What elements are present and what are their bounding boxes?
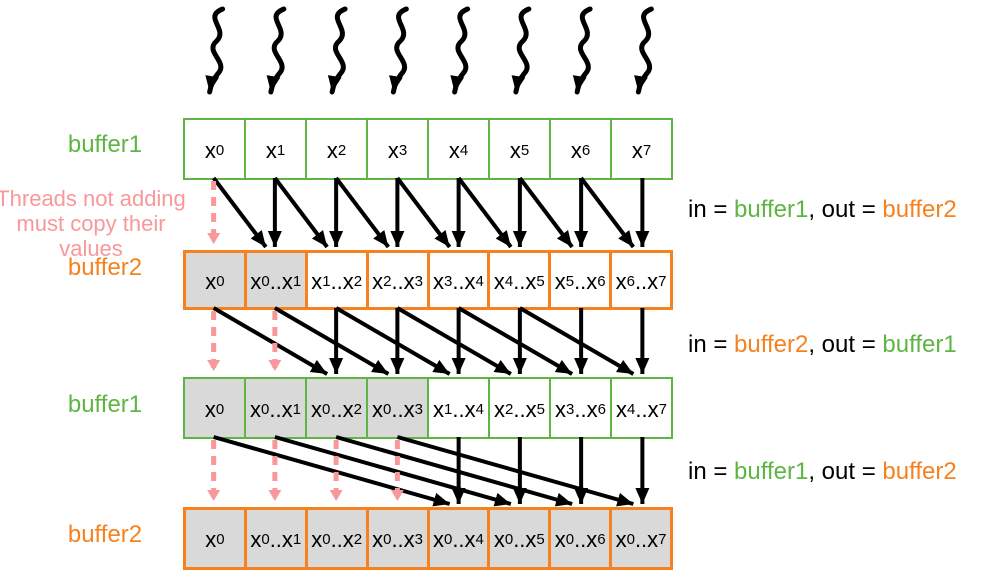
add-arrow (518, 306, 635, 376)
equation-part: buffer2 (882, 458, 957, 485)
equation-part: buffer1 (734, 196, 809, 223)
thread-arrows (205, 6, 654, 95)
add-arrow (395, 176, 452, 249)
step-equation: in = buffer1, out = buffer2 (688, 196, 957, 224)
thread-squiggle-arrow-down-icon (266, 6, 287, 95)
equation-part: buffer2 (734, 331, 809, 358)
thread-squiggle-arrow-down-icon (450, 6, 471, 95)
add-arrow (212, 176, 268, 249)
thread-squiggle-arrow-down-icon (205, 6, 226, 95)
step-equation: in = buffer2, out = buffer1 (688, 331, 957, 359)
thread-squiggle-arrow-down-icon (389, 6, 409, 95)
equation-part: , out = (808, 458, 883, 485)
buffer-label: buffer2 (67, 521, 143, 548)
copy-annotation-line: must copy their (16, 211, 166, 236)
thread-squiggle-arrow-down-icon (327, 6, 348, 95)
copy-annotation: Threads not adding must copy their value… (0, 186, 196, 261)
add-arrow (334, 176, 390, 249)
equation-part: buffer2 (882, 196, 957, 223)
add-arrow (457, 176, 513, 249)
copy-annotation-line: values (59, 236, 123, 261)
equation-part: in = (688, 196, 735, 223)
copy-annotation-line: Threads not adding (0, 186, 186, 211)
add-arrow (457, 306, 574, 376)
thread-squiggle-arrow-down-icon (572, 6, 593, 95)
scan-step-arrows (207, 306, 650, 376)
thread-squiggle-arrow-down-icon (634, 6, 654, 95)
equation-part: , out = (808, 331, 883, 358)
equation-part: buffer1 (882, 331, 957, 358)
add-arrow (396, 435, 634, 507)
add-arrow (335, 306, 451, 376)
add-arrow (579, 176, 635, 249)
equation-part: in = (688, 331, 735, 358)
thread-squiggle-arrow-down-icon (511, 6, 532, 95)
add-arrow (213, 435, 451, 507)
step-equation: in = buffer1, out = buffer2 (688, 458, 957, 486)
buffer-label: buffer1 (67, 131, 143, 158)
buffer-label: buffer2 (67, 254, 143, 281)
add-arrow (273, 306, 390, 376)
add-arrow (335, 435, 573, 507)
add-arrow (518, 176, 574, 249)
equation-part: buffer1 (734, 458, 809, 485)
add-arrow (396, 306, 512, 376)
add-arrow (274, 435, 512, 507)
add-arrow (273, 176, 329, 249)
equation-part: , out = (808, 196, 883, 223)
equation-part: in = (688, 458, 735, 485)
scan-step-arrows (207, 176, 650, 249)
scan-step-arrows (207, 435, 650, 507)
add-arrow (212, 306, 329, 376)
buffer-label: buffer1 (67, 391, 143, 418)
